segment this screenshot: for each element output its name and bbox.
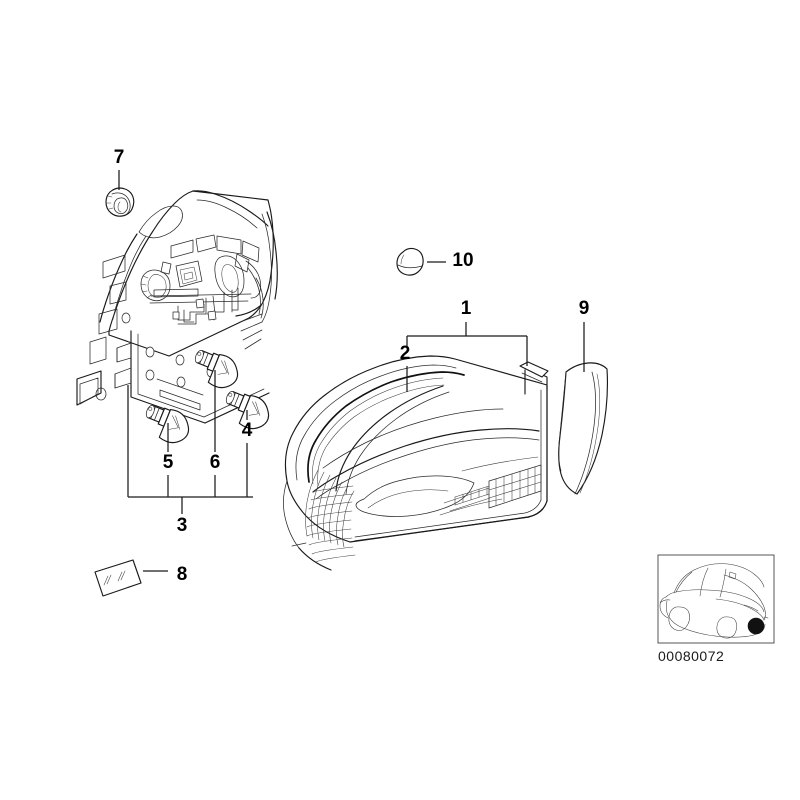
- part-8-adhesive-label[interactable]: [94, 559, 142, 597]
- part-10-sealing-cap[interactable]: [396, 247, 424, 276]
- part-7-rubber-grommet[interactable]: [105, 187, 135, 217]
- callout-number-1[interactable]: 1: [461, 298, 472, 319]
- leader-lines: [118, 170, 585, 572]
- callout-number-10[interactable]: 10: [452, 250, 473, 271]
- callout-labels: 1 2 3 4 5 6 7 8 9 10: [114, 147, 590, 585]
- diagram-id-label: 00080072: [658, 648, 724, 664]
- callout-number-7[interactable]: 7: [114, 147, 125, 168]
- vehicle-location-thumbnail: 00080072: [657, 554, 775, 664]
- callout-number-4[interactable]: 4: [242, 420, 253, 441]
- callout-number-3[interactable]: 3: [177, 515, 188, 536]
- part-6-bulb[interactable]: [188, 346, 243, 393]
- callout-number-5[interactable]: 5: [163, 452, 174, 473]
- part-3-bulb-holder-carrier[interactable]: [76, 190, 278, 424]
- part-4-bulb[interactable]: [219, 387, 274, 434]
- callout-number-9[interactable]: 9: [579, 298, 590, 319]
- lens-right-reflector-grid: [443, 464, 542, 512]
- callout-number-2[interactable]: 2: [400, 343, 411, 364]
- part-9-trim-strip[interactable]: [558, 362, 609, 495]
- lens-left-hatch: [305, 469, 356, 563]
- callout-number-6[interactable]: 6: [210, 452, 221, 473]
- part-5-bulb[interactable]: [139, 401, 194, 448]
- part-1-2-tail-light-lens[interactable]: [283, 355, 549, 571]
- callout-number-8[interactable]: 8: [177, 564, 188, 585]
